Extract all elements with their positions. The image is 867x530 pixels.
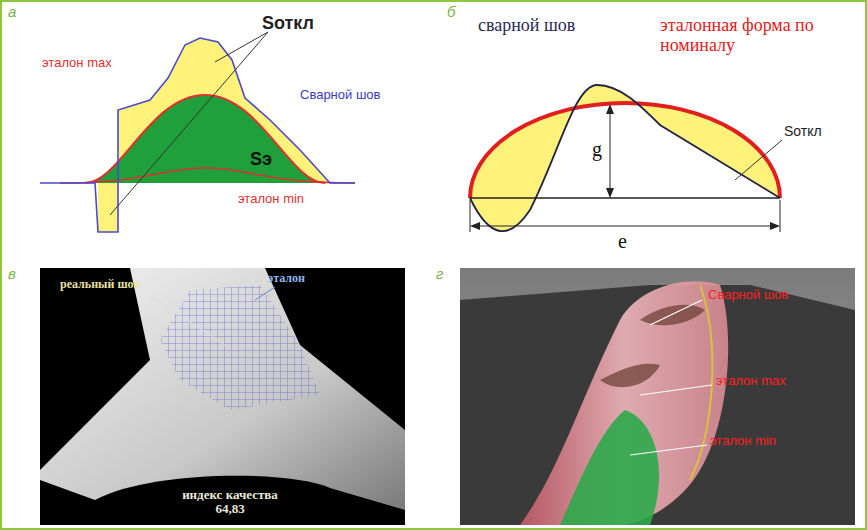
panel-v	[40, 268, 405, 525]
quality-index: индекс качества 64,83	[170, 488, 290, 517]
reference-label: эталон min	[710, 434, 776, 448]
panel-letter: г	[436, 266, 443, 283]
reference-label: эталонная форма по номиналу	[660, 16, 860, 56]
weld-label: реальный шов	[60, 278, 140, 291]
weld-label: Сварной шов	[708, 288, 788, 302]
area-label: Sоткл	[784, 124, 822, 139]
panel-a	[40, 32, 355, 232]
panel-letter: в	[8, 266, 16, 283]
reference-label: эталон min	[238, 192, 304, 206]
panel-g	[460, 268, 855, 525]
reference-label: эталон max	[716, 374, 786, 388]
panel-letter: б	[447, 4, 455, 21]
panel-letter: а	[8, 4, 16, 21]
panel-b	[470, 85, 782, 232]
dimension-label: g	[592, 138, 602, 160]
area-label: Sоткл	[262, 14, 314, 34]
reference-label: эталон max	[42, 56, 112, 70]
dimension-label: e	[618, 230, 627, 252]
weld-label: сварной шов	[478, 16, 588, 36]
weld-label: Сварной шов	[300, 88, 380, 102]
area-label: Sэ	[250, 150, 272, 170]
reference-label: эталон	[268, 272, 305, 285]
